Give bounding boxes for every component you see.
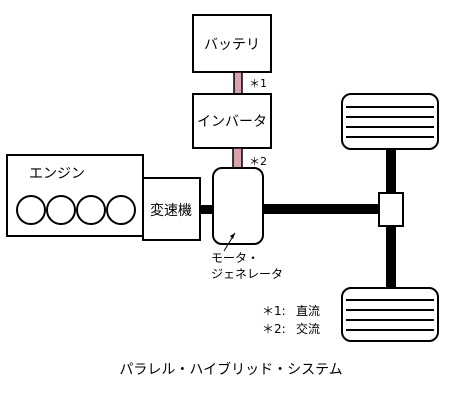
shaft-transmission-motor [200, 205, 213, 214]
dc-cable [233, 71, 243, 95]
inverter-label: インバータ [197, 114, 267, 130]
cylinder-1 [16, 195, 46, 225]
battery-block: バッテリ [192, 14, 272, 73]
motor-generator-box [212, 167, 264, 245]
legend-label-ac: 交流 [296, 321, 320, 336]
ac-cable [232, 147, 243, 169]
cylinder-3 [76, 195, 106, 225]
battery-label: バッテリ [204, 37, 260, 53]
rear-wheel [341, 287, 439, 342]
ac-link: ＊2 [232, 147, 267, 169]
legend-mark-dc: ＊1: [262, 304, 286, 318]
motor-generator-label-line1: モータ・ [211, 251, 259, 265]
inverter-block: インバータ [192, 93, 272, 149]
diagram-title: パラレル・ハイブリッド・システム [119, 361, 342, 378]
motor-generator-label-line2: ジェネレータ [211, 267, 283, 281]
dc-link: ＊1 [233, 71, 267, 95]
leader-arrowhead [230, 233, 235, 239]
rear-tire [341, 287, 439, 342]
inverter-box [192, 93, 272, 149]
front-axle [386, 133, 396, 193]
ac-link-mark: ＊2 [249, 155, 267, 168]
rear-axle [386, 226, 396, 288]
battery-box [192, 14, 272, 73]
motor-generator-block: モータ・ ジェネレータ [211, 167, 283, 281]
differential-box [378, 192, 404, 227]
front-tire [341, 93, 439, 150]
legend-mark-ac: ＊2: [262, 322, 286, 336]
engine-label: エンジン [29, 166, 85, 182]
front-wheel [341, 93, 439, 150]
drive-shaft [263, 204, 383, 214]
dc-link-mark: ＊1 [249, 77, 267, 90]
transmission-label: 変速機 [150, 202, 192, 219]
legend-label-dc: 直流 [296, 304, 320, 318]
cylinder-2 [46, 195, 76, 225]
transmission-block: 変速機 [142, 177, 201, 241]
legend: ＊1: 直流 ＊2: 交流 [262, 304, 320, 336]
cylinder-4 [106, 195, 136, 225]
engine-block: エンジン [6, 154, 144, 237]
